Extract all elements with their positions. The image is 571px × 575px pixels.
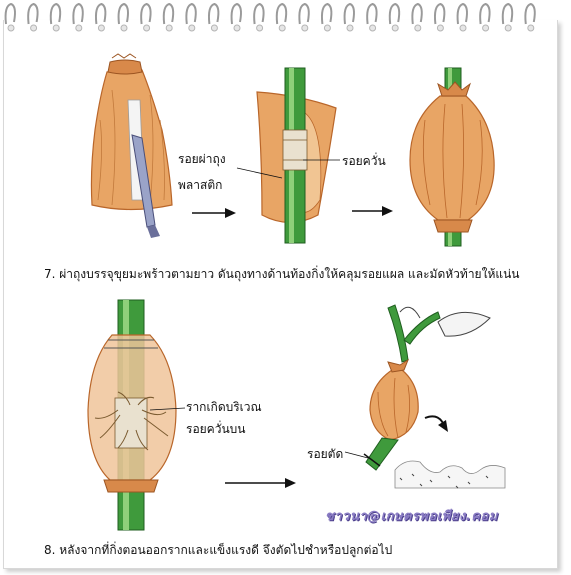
label-bag-slit: รอยผ่าถุง bbox=[178, 150, 226, 169]
label-cut-mark: รอยตัด bbox=[307, 445, 343, 464]
rooted-bag-illustration bbox=[88, 300, 185, 530]
arrow-2 bbox=[352, 206, 393, 216]
cut-plant-illustration bbox=[345, 305, 505, 488]
label-roots-line-1: รากเกิดบริเวณ bbox=[186, 398, 262, 417]
label-girdle: รอยควั่น bbox=[342, 152, 386, 171]
arrow-1 bbox=[192, 208, 236, 218]
caption-step-8: 8. หลังจากที่กิ่งตอนออกรากและแข็งแรงดี จ… bbox=[44, 541, 392, 560]
tied-bag-illustration bbox=[410, 68, 494, 246]
watermark: ชาวนา@เกษตรพอเพียง.คอม bbox=[325, 505, 498, 526]
label-plastic: พลาสติก bbox=[178, 176, 222, 195]
label-roots-line-2: รอยควั่นบน bbox=[186, 420, 245, 439]
arrow-3 bbox=[225, 478, 296, 488]
bag-with-knife-illustration bbox=[91, 54, 172, 238]
open-bag-on-stem-illustration bbox=[257, 68, 336, 243]
caption-step-7: 7. ผ่าถุงบรรจุขุยมะพร้าวตามยาว ดันถุงทาง… bbox=[44, 265, 520, 284]
